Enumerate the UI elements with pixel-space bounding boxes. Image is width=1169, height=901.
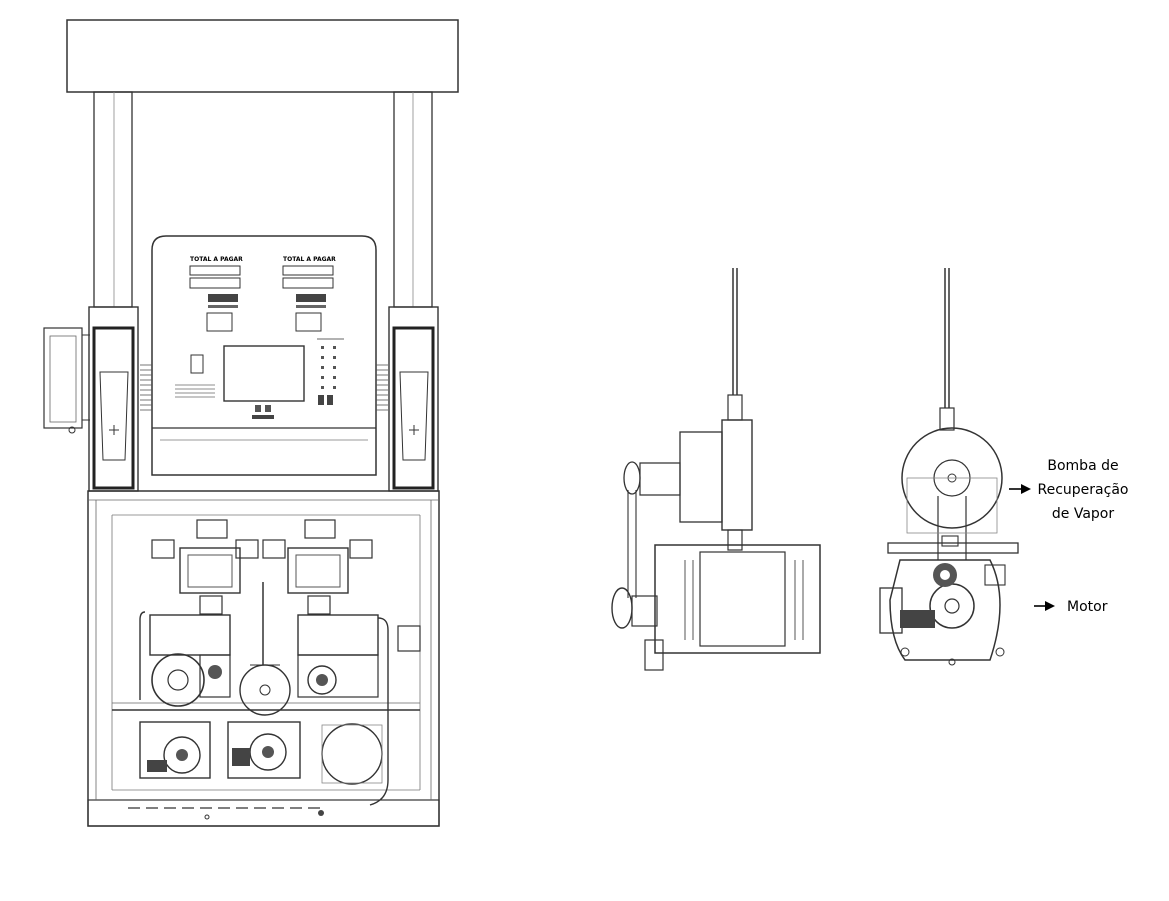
arrow-vapor-pump-icon xyxy=(1009,484,1031,494)
dispenser-canopy xyxy=(66,19,459,93)
dispenser-post-left xyxy=(93,91,133,308)
vent-grille-right xyxy=(376,364,388,411)
card-reader-slot xyxy=(190,354,204,374)
pump-unit-right xyxy=(297,614,421,806)
vent-grille-left xyxy=(140,364,152,411)
vapor-pump-label-line1: Bomba de xyxy=(1047,458,1118,474)
meter-assembly-right xyxy=(262,519,373,615)
button-right xyxy=(265,405,271,412)
nozzle-holster-left xyxy=(88,306,139,492)
vapor-pump-label-line3: de Vapor xyxy=(1052,506,1114,522)
display-left-label: TOTAL A PAGAR xyxy=(190,256,243,263)
motor-bottom-center xyxy=(227,721,301,779)
info-text-lines xyxy=(175,384,215,398)
pump-motor-front-view xyxy=(879,268,1019,666)
label-motor: Motor xyxy=(1034,599,1108,615)
display-left: TOTAL A PAGAR xyxy=(189,256,243,332)
dispenser-head xyxy=(151,235,377,476)
lower-cabinet xyxy=(87,490,440,827)
fuel-dispenser: TOTAL A PAGAR TOTAL A PAGAR xyxy=(43,19,459,827)
display-right-label: TOTAL A PAGAR xyxy=(283,256,336,263)
dispenser-screen xyxy=(223,345,305,402)
display-right: TOTAL A PAGAR xyxy=(282,256,336,332)
vapor-pump-label-line2: Recuperação xyxy=(1038,482,1129,498)
keypad xyxy=(317,338,344,405)
side-box xyxy=(43,327,83,429)
label-vapor-recovery-pump: Bomba de Recuperação de Vapor xyxy=(1009,458,1128,522)
button-left xyxy=(255,405,261,412)
motor-bottom-left xyxy=(139,721,211,779)
side-view-motor-body xyxy=(654,544,821,654)
arrow-motor-icon xyxy=(1034,601,1055,611)
pump-motor-side-view xyxy=(611,268,821,671)
motor-bottom-right xyxy=(321,723,383,785)
motor-label: Motor xyxy=(1067,599,1108,615)
vapor-recovery-pump-pulley xyxy=(901,427,1003,529)
front-view-motor-body xyxy=(889,559,1001,661)
meter-assembly-left xyxy=(151,519,259,615)
vapor-pump-center xyxy=(239,582,291,716)
nozzle-holster-right xyxy=(388,306,439,492)
pump-unit-left xyxy=(139,611,231,707)
